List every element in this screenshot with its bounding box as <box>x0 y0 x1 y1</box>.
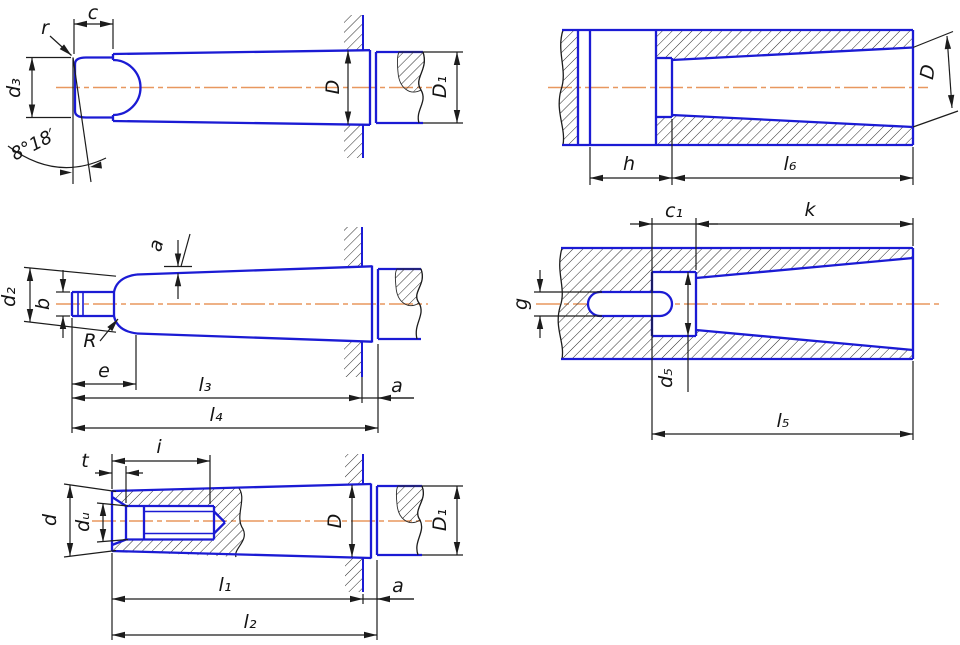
dim-label-b: b <box>32 298 54 310</box>
dim-label-t: t <box>81 450 90 472</box>
angle-arrow <box>90 161 102 169</box>
dim-label-a: a <box>391 375 403 397</box>
tang-round-end <box>112 58 142 117</box>
dimensions <box>534 218 914 440</box>
dim-label-h: h <box>623 153 635 175</box>
taper-bottom-edge <box>111 549 372 560</box>
dimensions <box>63 454 463 640</box>
shank-outline <box>70 265 421 343</box>
view-socket-section: h l₆ D <box>548 28 959 185</box>
dim-label-D: D <box>916 63 940 81</box>
angle-side-slanted <box>72 57 92 183</box>
break-hatch-blob <box>395 485 424 524</box>
view-shank-flat-tang: a d₂ b R e l₃ a l₄ <box>0 227 428 433</box>
dim-label-l2: l₂ <box>244 611 257 633</box>
dim-line-D <box>944 35 955 109</box>
dim-label-d3: d₃ <box>3 78 25 98</box>
break-hatch-blob <box>394 268 423 307</box>
section-hatch <box>656 30 913 60</box>
leader-r <box>49 35 72 56</box>
angle-arc <box>7 145 107 169</box>
drift-slot <box>586 290 674 318</box>
dim-label-d2: d₂ <box>0 287 20 307</box>
dim-label-D: D <box>324 514 346 529</box>
angle-arrow <box>60 169 72 176</box>
view-socket-slot-section: g c₁ k d₅ l₅ <box>510 199 942 440</box>
dim-label-c1: c₁ <box>665 200 683 222</box>
dimensions <box>23 233 414 433</box>
socket-wall-hatch <box>345 454 363 484</box>
dim-label-k: k <box>804 199 816 221</box>
shank-outline <box>110 482 422 560</box>
taper-top-edge <box>112 49 371 56</box>
taper-bottom-edge <box>112 119 371 126</box>
taper-hole-bottom-edge <box>671 113 914 129</box>
dim-label-D: D <box>322 80 344 95</box>
dim-label-d: d <box>39 513 61 526</box>
dim-label-l5: l₅ <box>777 410 790 432</box>
break-hatch-blob <box>396 51 425 93</box>
dim-label-e: e <box>98 360 110 382</box>
leader-R <box>99 318 119 342</box>
socket-outline <box>562 28 915 147</box>
section-hatch <box>656 115 913 145</box>
section-hatch <box>652 330 913 359</box>
taper-top-edge <box>111 482 372 493</box>
break-line <box>417 51 425 124</box>
partial-section-break <box>235 486 245 558</box>
dim-label-l4: l₄ <box>210 404 223 426</box>
section-hatch <box>652 248 913 278</box>
dim-label-du: dᵤ <box>72 512 94 532</box>
dim-label-d5: d₅ <box>655 368 677 388</box>
taper-hole-bottom-edge <box>695 328 914 352</box>
dim-label-D1: D₁ <box>429 509 451 531</box>
break-line <box>415 268 423 340</box>
dim-label-R: R <box>83 330 96 352</box>
dim-label-r: r <box>41 17 50 39</box>
dim-label-a-top: a <box>144 237 168 254</box>
dimensions <box>7 19 463 184</box>
taper-hole-top-edge <box>695 256 914 280</box>
dim-label-a: a <box>392 575 404 597</box>
drill-cone <box>213 510 226 524</box>
entry-chamfer <box>111 496 127 507</box>
taper-hole-top-edge <box>671 46 914 62</box>
break-line <box>557 247 564 360</box>
fillet-bottom <box>112 315 138 335</box>
socket-wall-hatch <box>344 342 362 377</box>
fillet-top <box>112 273 138 293</box>
dim-label-c: c <box>88 2 99 24</box>
view-shank-tang-round: c r d₃ 8°18′ D D₁ <box>3 2 463 184</box>
dim-label-D1: D₁ <box>429 76 451 98</box>
dim-label-i: i <box>156 436 162 458</box>
taper-top-edge <box>136 265 373 276</box>
taper-bottom-edge <box>136 332 373 343</box>
drill-cone <box>213 521 226 535</box>
break-line <box>416 485 424 556</box>
dim-label-l6: l₆ <box>784 153 797 175</box>
socket-wall-hatch <box>345 558 363 592</box>
socket-wall-hatch <box>344 227 362 266</box>
section-hatch <box>559 30 578 145</box>
socket-wall-hatch <box>344 125 363 158</box>
break-line <box>558 29 565 146</box>
dim-label-l3: l₃ <box>199 374 212 396</box>
view-shank-threaded: t i d dᵤ D D₁ l₁ a l₂ <box>39 436 463 640</box>
dim-label-angle: 8°18′ <box>8 125 60 165</box>
dim-label-l1: l₁ <box>219 574 232 596</box>
dim-label-g: g <box>510 298 532 310</box>
socket-wall-hatch <box>344 15 363 50</box>
dimensions <box>589 30 959 185</box>
